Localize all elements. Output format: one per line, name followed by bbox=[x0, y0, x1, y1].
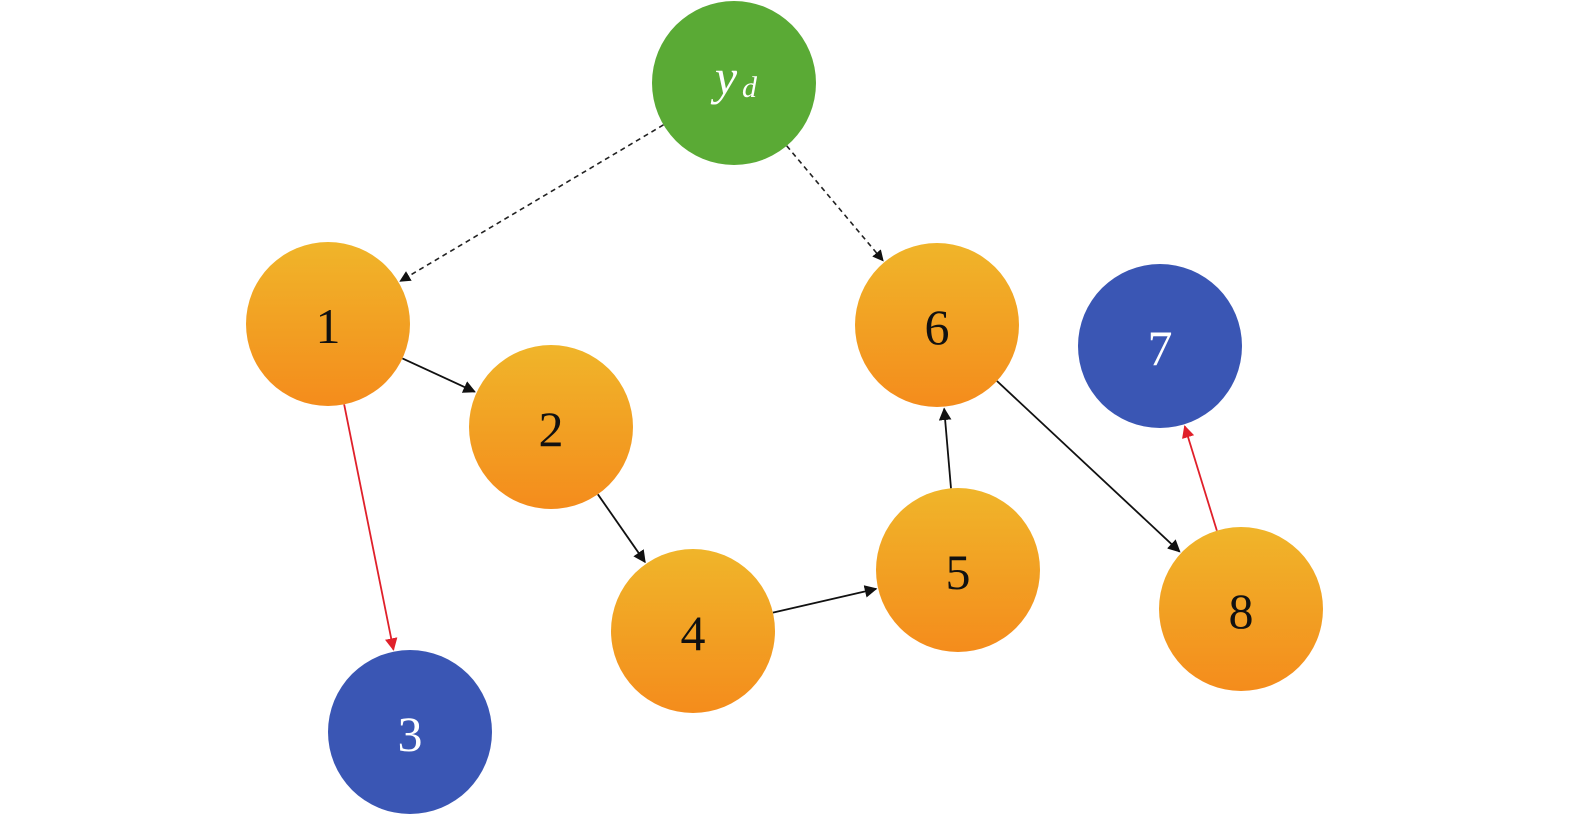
node-2: 2 bbox=[469, 345, 633, 509]
node-3-label: 3 bbox=[398, 706, 423, 762]
node-5: 5 bbox=[876, 488, 1040, 652]
node-8-label: 8 bbox=[1229, 583, 1254, 639]
edge-8-to-7 bbox=[1182, 425, 1218, 531]
node-7-label: 7 bbox=[1148, 320, 1173, 376]
edge-5-to-6 bbox=[938, 407, 952, 489]
node-1-circle bbox=[246, 242, 410, 406]
node-3: 3 bbox=[328, 650, 492, 814]
node-5-circle bbox=[876, 488, 1040, 652]
node-1-label: 1 bbox=[316, 298, 341, 354]
node-6: 6 bbox=[855, 243, 1019, 407]
node-yd-subscript: d bbox=[742, 71, 758, 104]
node-8: 8 bbox=[1159, 527, 1323, 691]
node-3-circle bbox=[328, 650, 492, 814]
node-2-circle bbox=[469, 345, 633, 509]
node-yd-circle bbox=[652, 1, 816, 165]
edge-yd-to-6 bbox=[786, 145, 884, 262]
edges-layer bbox=[343, 124, 1218, 651]
edge-1-to-3 bbox=[343, 404, 398, 651]
node-6-circle bbox=[855, 243, 1019, 407]
edge-6-to-8 bbox=[996, 380, 1181, 553]
node-yd-label: y bbox=[710, 49, 738, 105]
node-6-label: 6 bbox=[925, 299, 950, 355]
node-7-circle bbox=[1078, 264, 1242, 428]
node-4-circle bbox=[611, 549, 775, 713]
edge-2-to-4 bbox=[597, 493, 646, 564]
node-4-label: 4 bbox=[681, 605, 706, 661]
node-4: 4 bbox=[611, 549, 775, 713]
node-8-circle bbox=[1159, 527, 1323, 691]
node-1: 1 bbox=[246, 242, 410, 406]
edge-yd-to-1 bbox=[399, 124, 664, 282]
node-5-label: 5 bbox=[946, 544, 971, 600]
edge-4-to-5 bbox=[772, 585, 878, 614]
node-7: 7 bbox=[1078, 264, 1242, 428]
node-2-label: 2 bbox=[539, 401, 564, 457]
edge-1-to-2 bbox=[402, 357, 476, 393]
